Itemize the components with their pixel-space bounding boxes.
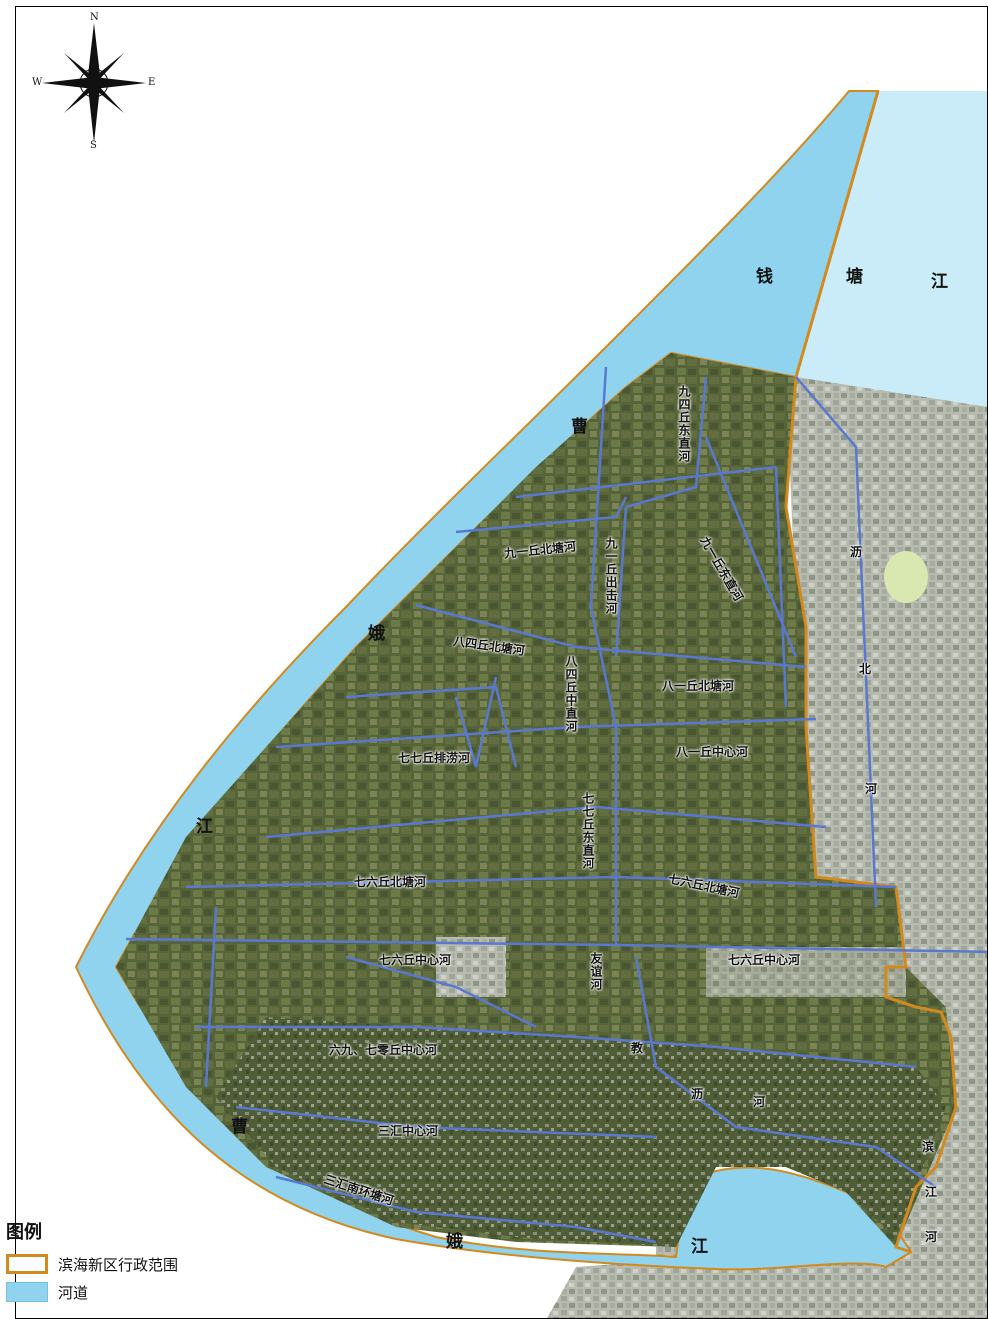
industrial-block <box>436 937 506 997</box>
label-basi-zhongzhi: 八四丘中直河 <box>564 655 578 733</box>
legend-title: 图例 <box>6 1222 42 1243</box>
legend-label-river: 河道 <box>58 1283 89 1302</box>
label-caoe-1: 曹 <box>571 417 588 437</box>
map-frame: N S W E 钱 塘 江 曹 娥 江 曹 娥 江 沥 北 河 沥 河 教 滨 … <box>15 6 988 1319</box>
label-binjiang-2: 江 <box>925 1185 938 1199</box>
label-qiliu-zhongxin-east: 七六丘中心河 <box>728 953 801 967</box>
compass-rose-icon <box>42 23 146 143</box>
label-lijiao-2: 河 <box>753 1095 766 1109</box>
label-youyi: 友谊河 <box>589 952 603 991</box>
label-jiao: 教 <box>631 1041 644 1055</box>
label-jiusi-dongzhi: 九四丘东直河 <box>677 385 691 463</box>
label-bayi-beitang: 八一丘北塘河 <box>662 679 735 693</box>
label-liujiu-qiling: 六九、七零丘中心河 <box>329 1043 438 1057</box>
label-lijiao-1: 沥 <box>691 1087 704 1101</box>
compass-e: E <box>148 77 156 88</box>
urban-land-east <box>547 367 987 1318</box>
label-caoe-2: 娥 <box>368 624 385 644</box>
label-libei-3: 河 <box>865 782 878 796</box>
label-binjiang-1: 滨 <box>922 1140 935 1154</box>
label-caoe-3: 江 <box>196 817 213 837</box>
legend-item-river: 河道 <box>6 1278 178 1306</box>
lake <box>884 551 928 603</box>
legend-swatch-boundary <box>6 1254 48 1274</box>
map-legend: 图例 滨海新区行政范围 河道 <box>6 1218 178 1306</box>
label-qiqi-paila: 七七丘排涝河 <box>398 751 471 765</box>
canal-network <box>125 366 987 1244</box>
label-qiqi-dongzhi: 七七丘东直河 <box>581 792 595 870</box>
label-sanhui-zhongxin: 三汇中心河 <box>378 1124 439 1138</box>
legend-swatch-river <box>6 1282 48 1302</box>
legend-label-boundary: 滨海新区行政范围 <box>58 1255 179 1274</box>
compass-n: N <box>90 12 99 23</box>
compass-w: W <box>32 77 43 88</box>
legend-item-boundary: 滨海新区行政范围 <box>6 1250 178 1278</box>
label-qiantang-1: 钱 <box>756 267 773 287</box>
label-bayi-zhongxin: 八一丘中心河 <box>676 745 749 759</box>
qiantang-river-water <box>796 91 987 407</box>
label-caoe-4: 曹 <box>231 1117 248 1137</box>
label-qiliu-beitang: 七六丘北塘河 <box>354 875 427 889</box>
label-binjiang-3: 河 <box>925 1230 938 1244</box>
label-caoe-5: 娥 <box>446 1232 463 1252</box>
map-canvas[interactable] <box>16 7 988 1319</box>
label-libei-1: 沥 <box>850 545 863 559</box>
label-jiuyi-chuji: 九一丘出击河 <box>604 537 618 615</box>
industrial-block <box>706 947 906 997</box>
label-qiantang-2: 塘 <box>846 267 863 287</box>
label-qiantang-3: 江 <box>931 272 948 292</box>
admin-boundary-east <box>784 90 958 1254</box>
label-caoe-6: 江 <box>691 1237 708 1257</box>
village-region <box>216 1017 946 1247</box>
label-libei-2: 北 <box>859 662 872 676</box>
label-qiliu-zhongxin: 七六丘中心河 <box>379 953 452 967</box>
compass-s: S <box>90 140 97 151</box>
compass: N S W E <box>32 12 156 151</box>
